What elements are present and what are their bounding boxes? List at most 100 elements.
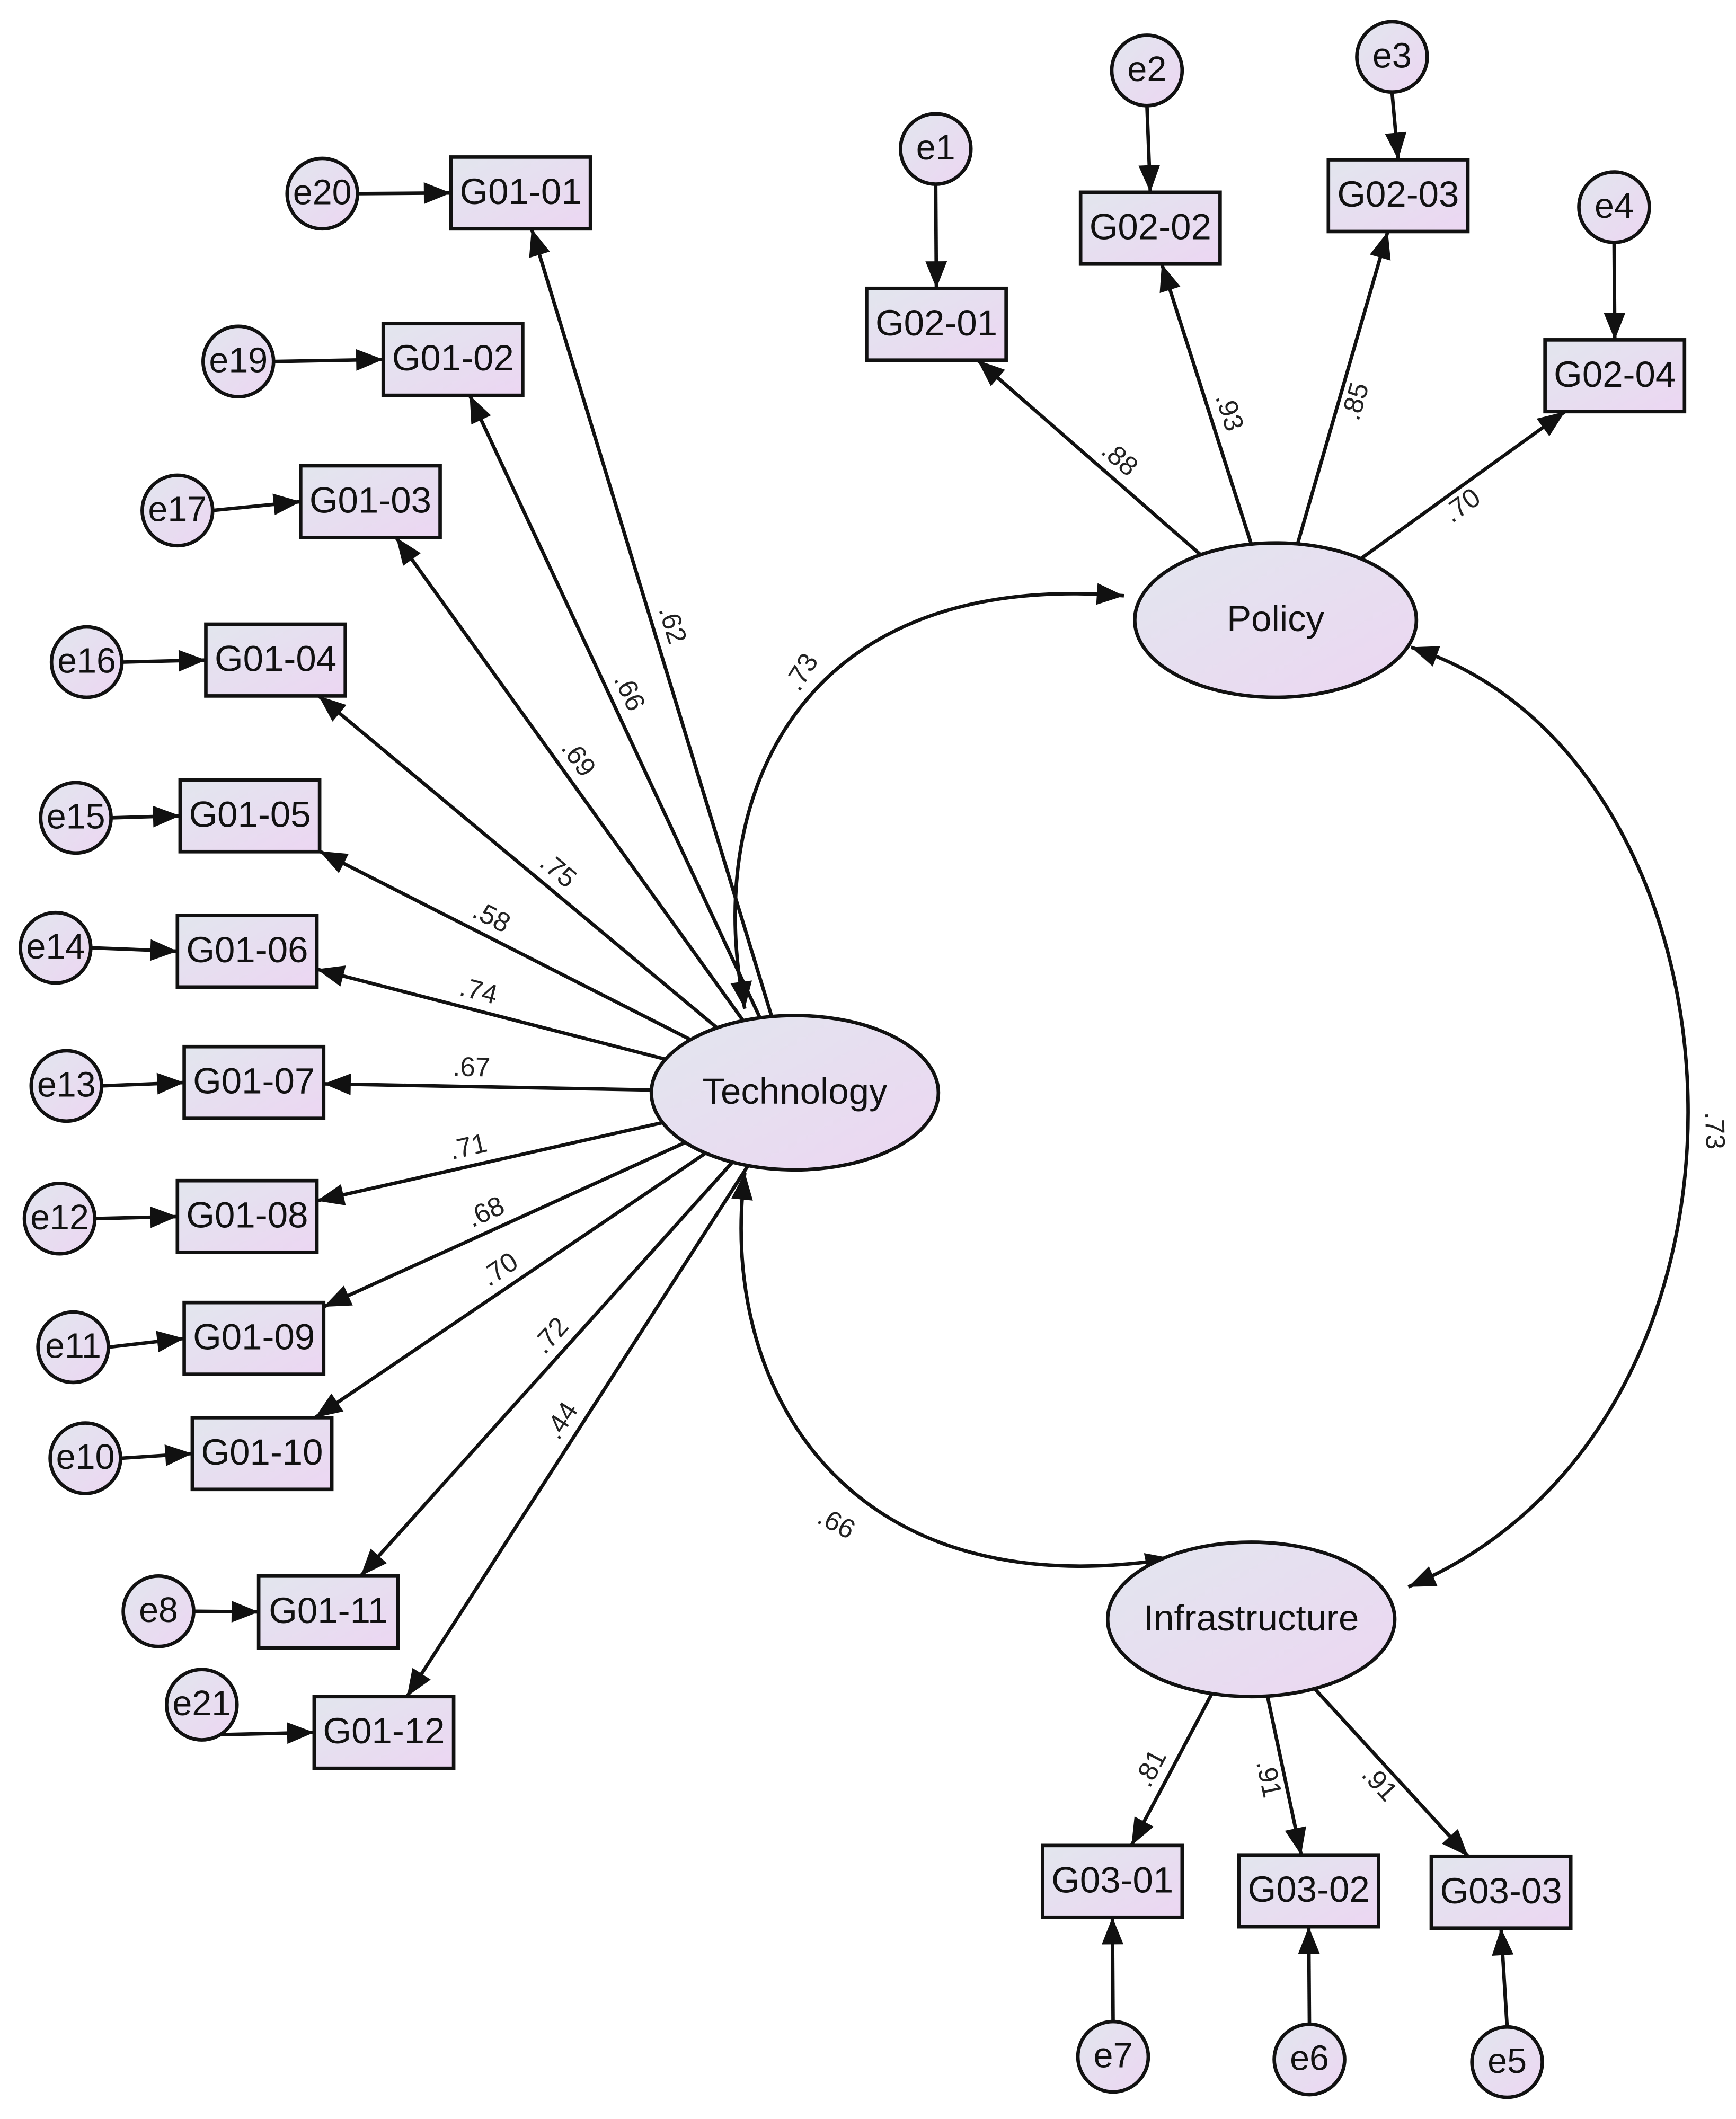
indicator-g02-02: G02-02 [1078,190,1222,266]
error-label-e17: e17 [148,490,207,529]
error-e7: e7 [1076,2019,1150,2094]
loading-arrowhead-g03-03 [1441,1829,1468,1857]
loading-arrowhead-g01-06 [317,965,346,987]
error-label-e14: e14 [26,927,85,967]
correlation-path-policy-infrastructure [1407,645,1690,1589]
correlation-arrowhead-policy [1411,646,1440,667]
indicator-g03-01: G03-01 [1041,1843,1184,1919]
indicator-label-g01-05: G01-05 [189,794,311,835]
error-label-e15: e15 [47,797,105,836]
paths-layer [91,92,1690,2027]
error-circle-e1 [899,112,973,186]
loading-label-g01-04: .75 [534,846,582,893]
error-e4: e4 [1577,170,1651,244]
error-circle-e11 [36,1310,110,1385]
indicator-box-g01-10 [190,1416,334,1492]
error-circle-e14 [19,910,93,985]
error-arrowhead-e1 [925,261,947,289]
error-label-e19: e19 [209,341,268,380]
error-e11: e11 [36,1310,110,1385]
loading-path-g01-04 [317,694,719,1030]
nodes-layer: TechnologyPolicyInfrastructureG01-01G01-… [19,20,1687,2099]
indicator-g01-08: G01-08 [175,1178,319,1254]
error-label-e7: e7 [1094,2036,1133,2076]
loading-arrowhead-g02-04 [1536,411,1565,437]
error-e17: e17 [140,473,215,548]
loading-path-g01-08 [316,1121,663,1203]
error-e16: e16 [49,625,124,699]
indicator-g01-05: G01-05 [178,778,322,854]
error-e10: e10 [48,1421,122,1495]
error-label-e11: e11 [45,1327,101,1366]
correlation-arrowhead-technology [731,1172,753,1201]
correlation-path-technology-policy [733,592,1124,1009]
indicator-g01-11: G01-11 [256,1574,400,1650]
indicator-g01-10: G01-10 [190,1416,334,1492]
correlation-label-technology-infrastructure: .66 [813,1501,860,1545]
indicator-g02-04: G02-04 [1543,338,1687,414]
error-label-e4: e4 [1595,187,1634,226]
indicator-label-g01-01: G01-01 [460,171,582,212]
error-e1: e1 [899,112,973,186]
error-e15: e15 [39,781,113,855]
loading-path-g01-06 [316,967,666,1061]
error-circle-e2 [1110,33,1184,108]
error-e12: e12 [22,1181,97,1256]
error-label-e16: e16 [57,642,116,681]
loading-label-g03-02: .91 [1251,1757,1288,1800]
indicator-label-g01-07: G01-07 [193,1061,315,1102]
indicator-label-g01-11: G01-11 [269,1590,388,1631]
loading-arrowhead-g01-08 [317,1184,346,1205]
error-label-e8: e8 [139,1591,178,1630]
error-arrowhead-e16 [178,650,206,672]
loading-arrowhead-g01-05 [320,851,349,873]
correlation-arrowhead-technology [730,980,752,1009]
indicator-label-g01-08: G01-08 [186,1195,308,1236]
error-arrowhead-e10 [164,1444,192,1466]
latent-technology: Technology [649,1014,941,1172]
error-e3: e3 [1355,20,1429,94]
correlation-path-technology-infrastructure [739,1172,1173,1568]
error-label-e5: e5 [1487,2042,1527,2081]
correlation-arrowhead-infrastructure [1408,1566,1438,1587]
loading-path-g02-02 [1160,263,1253,545]
indicator-box-g01-07 [182,1044,326,1120]
error-e8: e8 [121,1574,196,1648]
indicator-box-g02-01 [865,286,1008,362]
loading-label-g02-03: .85 [1335,379,1374,423]
error-circle-e16 [49,625,124,699]
error-e20: e20 [285,156,359,231]
indicator-label-g01-03: G01-03 [309,480,431,521]
indicator-box-g03-02 [1237,1853,1380,1929]
error-e2: e2 [1110,33,1184,108]
loading-arrowhead-g01-02 [470,395,491,425]
error-e14: e14 [19,910,93,985]
latent-policy: Policy [1133,541,1419,699]
error-e6: e6 [1272,2022,1347,2097]
indicator-g02-03: G02-03 [1326,158,1470,234]
indicator-box-g01-03 [299,464,442,539]
loading-arrowhead-g01-04 [318,696,347,722]
loading-path-g03-03 [1313,1687,1470,1858]
indicator-box-g01-01 [449,155,592,231]
indicator-g01-01: G01-01 [449,155,592,231]
error-circle-e10 [48,1421,122,1495]
indicator-box-g01-08 [175,1178,319,1254]
indicator-label-g01-04: G01-04 [215,638,336,679]
error-circle-e3 [1355,20,1429,94]
loading-path-g01-12 [405,1164,750,1698]
error-arrowhead-e19 [356,349,384,371]
loading-label-g03-03: .91 [1356,1759,1404,1807]
error-arrowhead-e5 [1492,1928,1514,1956]
error-label-e21: e21 [172,1684,231,1723]
error-circle-e8 [121,1574,196,1648]
indicator-box-g01-04 [204,622,347,698]
error-label-e10: e10 [56,1438,115,1477]
indicator-label-g02-04: G02-04 [1554,354,1676,395]
indicator-label-g02-01: G02-01 [875,303,997,343]
loading-label-g01-01: .62 [653,602,693,648]
loading-path-g01-01 [530,228,774,1017]
loading-arrowhead-g01-11 [360,1548,387,1576]
indicator-g02-01: G02-01 [865,286,1008,362]
loading-path-g01-07 [323,1082,652,1092]
